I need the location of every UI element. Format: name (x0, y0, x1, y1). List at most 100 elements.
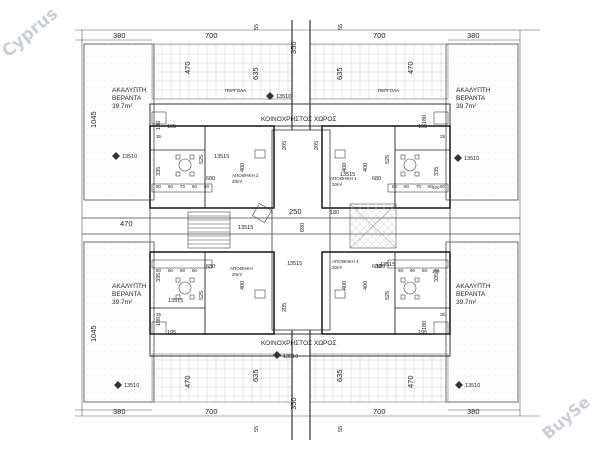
verandah-label-tl: ΑΚΑΛΥΠΤΗ ΒΕΡΑΝΤΑ 39.7m² (112, 87, 147, 110)
verandah-areas (83, 43, 519, 403)
lift-shaft (349, 203, 397, 249)
storage-label-3: ΑΠΟΘΗΚΗ (230, 266, 253, 271)
dim-1045-top: 1045 (89, 111, 98, 128)
dim-690: 690 (300, 223, 306, 232)
row-dims-br: 60 90 60 80 (398, 268, 440, 273)
common-area-bottom: ΚΟΙΝΟΧΡΗΣΤΟΣ ΧΩΡΟΣ (261, 340, 336, 347)
svg-text:60: 60 (192, 268, 198, 273)
level-13515-5: 13515 (168, 298, 183, 304)
svg-text:80: 80 (434, 268, 440, 273)
storage-area-4: 20m² (332, 265, 343, 270)
dim-335-d: 335 (434, 273, 440, 282)
dim-250: 250 (289, 207, 302, 216)
dim-635-tr: 635 (335, 67, 344, 80)
dim-205-b: 205 (314, 141, 320, 150)
level-13510-right: 13510 (464, 156, 479, 162)
storage-area-3: 20m² (232, 272, 243, 277)
dim-635-tl: 635 (251, 67, 260, 80)
storage-label-4: ΑΠΟΘΗΚΗ 4 (332, 259, 359, 264)
dim-635-br: 635 (335, 369, 344, 382)
dim-400-b: 400 (342, 163, 348, 172)
common-area-top: ΚΟΙΝΟΧΡΗΣΤΟΣ ΧΩΡΟΣ (261, 116, 336, 123)
svg-text:60: 60 (192, 184, 198, 189)
level-markers (112, 92, 463, 389)
dim-35-b: 35 (440, 134, 446, 139)
dim-55-br: 55 (338, 426, 344, 432)
verandah-label-tr: ΑΚΑΛΥΠΤΗ ΒΕΡΑΝΤΑ 39.7m² (456, 87, 491, 110)
svg-text:ΒΕΡΑΝΤΑ: ΒΕΡΑΝΤΑ (456, 95, 486, 102)
dim-195-a: 195 (167, 124, 176, 130)
pergola-areas (151, 43, 449, 403)
dim-55-tr: 55 (338, 24, 344, 30)
svg-text:60: 60 (392, 184, 398, 189)
dim-525-a: 525 (199, 155, 205, 164)
svg-text:39.7m²: 39.7m² (112, 299, 133, 306)
dim-180-a: 180 (156, 121, 162, 130)
dim-400-e: 400 (363, 163, 369, 172)
level-13515-3: 13515 (238, 225, 253, 231)
level-13510-br: 13510 (465, 383, 480, 389)
level-13515-2: 13515 (340, 172, 355, 178)
kitchen-counters (151, 111, 449, 335)
dim-bottom-right: 380 (467, 407, 480, 416)
dim-195-d: 195 (418, 330, 427, 336)
svg-text:80: 80 (156, 268, 162, 273)
dim-680-b: 680 (372, 176, 381, 182)
level-13515-1: 13515 (214, 154, 229, 160)
dim-top-mid-right: 700 (373, 31, 386, 40)
dim-400-c: 400 (240, 281, 246, 290)
storage-label-2: ΑΠΟΘΗΚΗ 2 (232, 173, 259, 178)
dim-35-d: 35 (440, 312, 446, 317)
level-13510-left: 13510 (122, 154, 137, 160)
dim-680-d: 680 (372, 264, 381, 270)
apartment-walls (149, 125, 451, 335)
svg-text:60: 60 (204, 184, 210, 189)
dim-top-center: 350 (289, 41, 298, 54)
verandah-label-br: ΑΚΑΛΥΠΤΗ ΒΕΡΑΝΤΑ 39.7m² (456, 283, 491, 306)
svg-text:60: 60 (404, 184, 410, 189)
dim-55-bl: 55 (254, 426, 260, 432)
dim-635-bl: 635 (251, 369, 260, 382)
svg-text:90: 90 (410, 268, 416, 273)
dimension-frame (75, 29, 540, 417)
dim-bottom-mid-left: 700 (205, 407, 218, 416)
dim-525-b: 525 (385, 155, 391, 164)
svg-text:80: 80 (440, 184, 446, 189)
dim-180-f: 180 (422, 321, 428, 330)
central-corridor (271, 20, 331, 440)
dim-100-b: 100 (432, 269, 440, 274)
dim-680-a: 680 (206, 176, 215, 182)
svg-text:39.7m²: 39.7m² (112, 103, 133, 110)
dim-205-a: 205 (282, 141, 288, 150)
dim-335-b: 335 (434, 167, 440, 176)
dim-top-right: 380 (467, 31, 480, 40)
common-area-band (149, 103, 451, 357)
dim-1045-bot: 1045 (89, 325, 98, 342)
storage-label-1: ΑΠΟΘΗΚΗ 1 (330, 176, 357, 181)
row-dims-tr: 60 60 70 60 80 (392, 184, 446, 189)
dining-tables (175, 149, 420, 300)
dim-bottom-center: 350 (289, 397, 298, 410)
watermark-top: Cyprus (0, 4, 62, 62)
dim-bottom-mid-right: 700 (373, 407, 386, 416)
dim-525-d: 525 (385, 291, 391, 300)
dim-55-tl: 55 (254, 24, 260, 30)
dim-470-bl: 470 (183, 375, 192, 388)
svg-text:ΑΚΑΛΥΠΤΗ: ΑΚΑΛΥΠΤΗ (112, 87, 147, 94)
row-dims-tl: 80 60 70 60 60 (156, 184, 210, 189)
svg-text:ΒΕΡΑΝΤΑ: ΒΕΡΑΝΤΑ (112, 291, 142, 298)
level-13510-bottom: 13510 (283, 354, 298, 360)
svg-text:90: 90 (180, 268, 186, 273)
dim-180-e: 180 (156, 317, 162, 326)
staircase (187, 203, 272, 249)
svg-text:60: 60 (398, 268, 404, 273)
row-dims-bl: 80 60 90 60 (156, 268, 198, 273)
dim-470-mid: 470 (120, 219, 133, 228)
dim-470-tl: 470 (183, 61, 192, 74)
dim-525-c: 525 (199, 291, 205, 300)
watermark-bottom: BuySe (538, 392, 594, 443)
dim-400-a: 400 (240, 163, 246, 172)
level-13510-top: 13510 (276, 94, 291, 100)
svg-text:39.7m²: 39.7m² (456, 103, 477, 110)
